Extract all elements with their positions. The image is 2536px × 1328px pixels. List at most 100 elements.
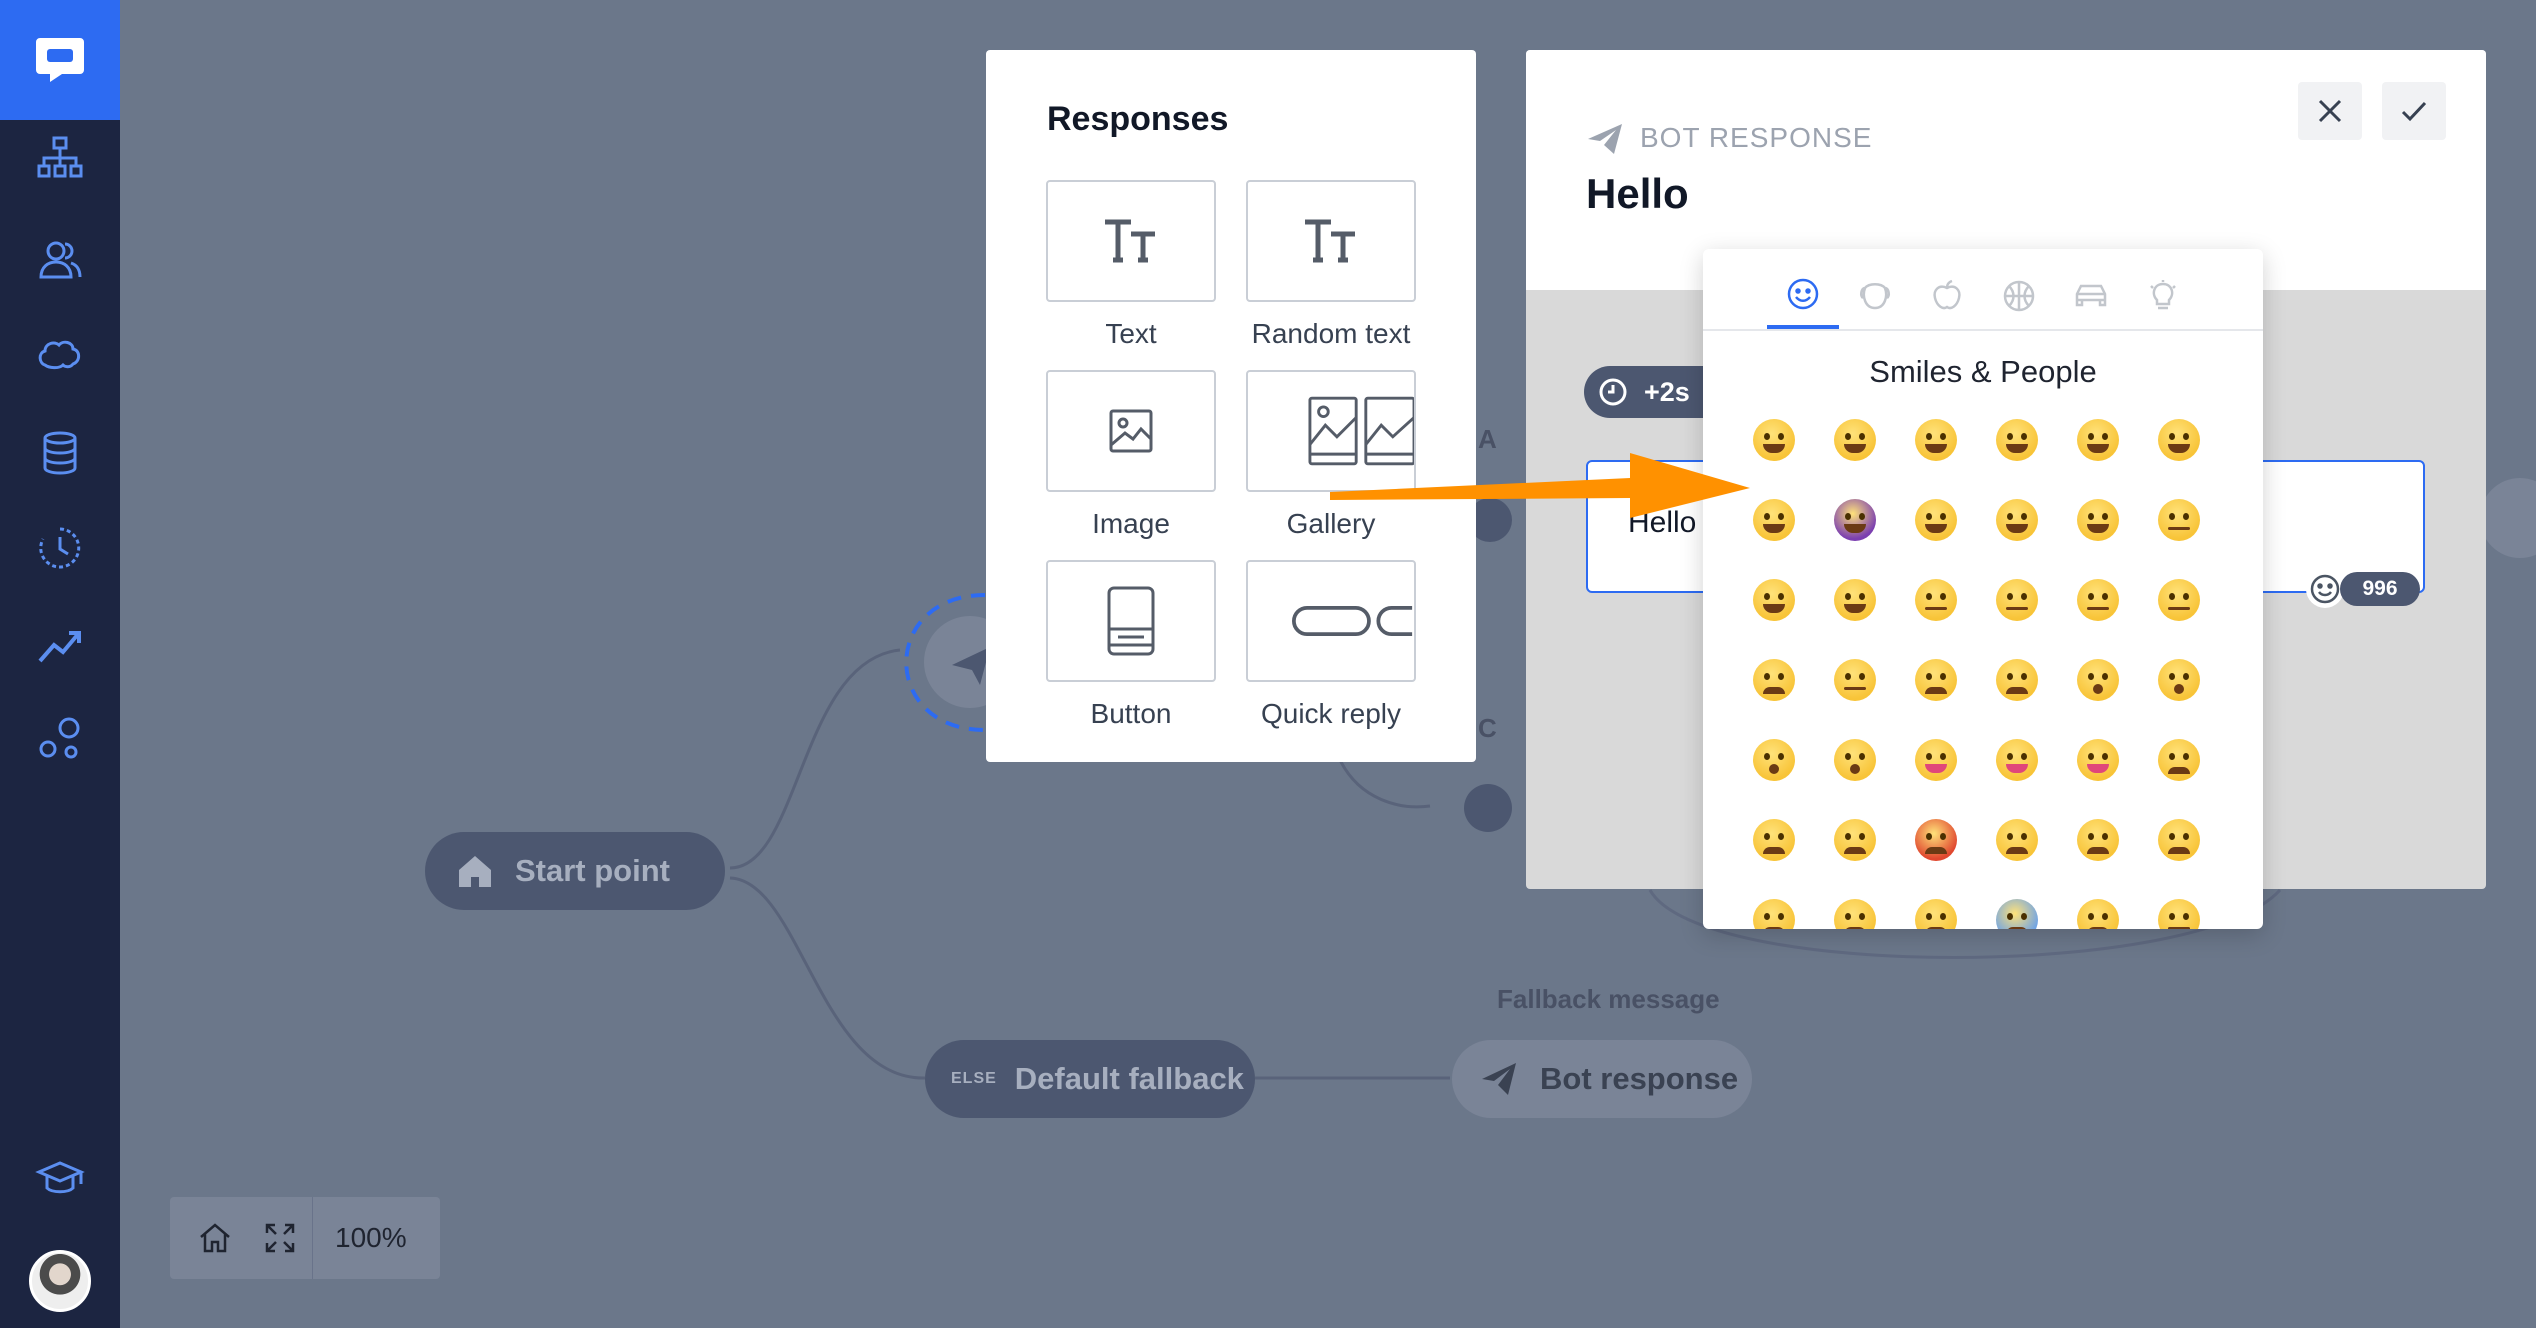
emoji-sweat-smile[interactable] — [2067, 409, 2129, 471]
emoji-relieved[interactable] — [2148, 489, 2210, 551]
emoji-grinning[interactable] — [1743, 409, 1805, 471]
emoji-imp[interactable] — [1824, 489, 1886, 551]
emoji-blush[interactable] — [1986, 489, 2048, 551]
academy-icon[interactable] — [0, 1144, 120, 1214]
text-response-tile[interactable] — [1046, 180, 1216, 302]
lightbulb-icon — [2150, 280, 2176, 310]
emoji-kissing[interactable] — [2067, 649, 2129, 711]
yum-face-icon — [2077, 499, 2119, 541]
emoji-sweat[interactable] — [1743, 649, 1805, 711]
emoji-kissing-heart[interactable] — [2148, 649, 2210, 711]
emoji-laughing[interactable] — [2148, 409, 2210, 471]
zoom-level[interactable]: 100% — [335, 1222, 407, 1253]
emoji-yum[interactable] — [2067, 489, 2129, 551]
image-response-tile[interactable] — [1046, 370, 1216, 492]
kissing-face-icon — [2077, 659, 2119, 701]
emoji-wink[interactable] — [1905, 489, 1967, 551]
confirm-button[interactable] — [2382, 82, 2446, 140]
emoji-stuck-out-tongue[interactable] — [1905, 729, 1967, 791]
emoji-pensive[interactable] — [1824, 649, 1886, 711]
emoji-smirk[interactable] — [1905, 569, 1967, 631]
relieved-face-icon — [2158, 499, 2200, 541]
confounded-face-icon — [1996, 659, 2038, 701]
fullscreen-button[interactable] — [247, 1197, 312, 1279]
kissing-smiling-eyes-face-icon — [1753, 739, 1795, 781]
reports-icon[interactable] — [0, 609, 120, 679]
emoji-worried[interactable] — [1743, 809, 1805, 871]
integrations-icon[interactable] — [0, 704, 120, 774]
cry-face-icon — [1996, 819, 2038, 861]
apple-icon — [1933, 279, 1961, 310]
smiley-icon — [2310, 574, 2340, 604]
emoji-fearful[interactable] — [1905, 889, 1967, 929]
tab-food[interactable] — [1911, 263, 1983, 329]
emoji-picker: Smiles & People — [1703, 249, 2263, 929]
laughing-face-icon — [2158, 419, 2200, 461]
emoji-stuck-out-tongue-closed-eyes[interactable] — [2067, 729, 2129, 791]
emoji-kissing-closed-eyes[interactable] — [1824, 729, 1886, 791]
tab-smiles[interactable] — [1767, 263, 1839, 329]
button-response-tile[interactable] — [1046, 560, 1216, 682]
users-icon[interactable] — [0, 225, 120, 295]
start-point-node[interactable]: Start point — [425, 832, 725, 910]
flow-letter-c: C — [1478, 713, 1497, 743]
emoji-innocent[interactable] — [1743, 489, 1805, 551]
stuck-out-tongue-winking-eye-face-icon — [1996, 739, 2038, 781]
emoji-unamused[interactable] — [2148, 569, 2210, 631]
brain-icon[interactable] — [0, 321, 120, 391]
emoji-persevere[interactable] — [2067, 809, 2129, 871]
emoji-category-tabs — [1703, 249, 2263, 331]
emoji-confounded[interactable] — [1986, 649, 2048, 711]
emoji-confused[interactable] — [1905, 649, 1967, 711]
smile-face-icon — [1996, 419, 2038, 461]
emoji-disappointed[interactable] — [2148, 729, 2210, 791]
emoji-stuck-out-tongue-winking-eye[interactable] — [1986, 729, 2048, 791]
bot-response-title[interactable]: Hello — [1586, 170, 1689, 217]
emoji-sleepy[interactable] — [2148, 889, 2210, 929]
emoji-kissing-smiling-eyes[interactable] — [1743, 729, 1805, 791]
emoji-heart-eyes[interactable] — [1743, 569, 1805, 631]
joy-face-icon — [1834, 419, 1876, 461]
emoji-triumph[interactable] — [2148, 809, 2210, 871]
emoji-weary[interactable] — [2067, 889, 2129, 929]
emoji-anguished[interactable] — [1824, 889, 1886, 929]
emoji-sunglasses[interactable] — [1824, 569, 1886, 631]
angry-face-icon — [1834, 819, 1876, 861]
emoji-joy[interactable] — [1824, 409, 1886, 471]
default-fallback-node[interactable]: ELSE Default fallback — [925, 1040, 1255, 1118]
emoji-angry[interactable] — [1824, 809, 1886, 871]
gallery-response-tile[interactable] — [1246, 370, 1416, 492]
emoji-cold-sweat[interactable] — [1986, 889, 2048, 929]
center-home-button[interactable] — [182, 1197, 247, 1279]
tab-animals[interactable] — [1839, 263, 1911, 329]
bot-response-node[interactable]: Bot response — [1452, 1040, 1752, 1118]
close-button[interactable] — [2298, 82, 2362, 140]
quick-reply-tile[interactable] — [1246, 560, 1416, 682]
gallery-icon — [1308, 396, 1414, 466]
bot-response-label: Bot response — [1540, 1061, 1739, 1096]
tab-objects[interactable] — [2127, 263, 2199, 329]
kissing-heart-face-icon — [2158, 659, 2200, 701]
user-avatar[interactable] — [29, 1250, 91, 1312]
flow-letter-a: A — [1478, 424, 1497, 454]
emoji-neutral-face[interactable] — [1986, 569, 2048, 631]
emoji-expressionless[interactable] — [2067, 569, 2129, 631]
emoji-smile[interactable] — [1986, 409, 2048, 471]
emoji-button[interactable] — [2306, 570, 2344, 608]
tab-activity[interactable] — [1983, 263, 2055, 329]
emoji-smiley[interactable] — [1905, 409, 1967, 471]
blush-face-icon — [1996, 499, 2038, 541]
button-icon — [1107, 586, 1155, 656]
history-icon[interactable] — [0, 513, 120, 583]
chatbot-logo[interactable] — [0, 0, 120, 120]
kissing-closed-eyes-face-icon — [1834, 739, 1876, 781]
smirk-face-icon — [1915, 579, 1957, 621]
emoji-frowning[interactable] — [1743, 889, 1805, 929]
random-text-tile[interactable] — [1246, 180, 1416, 302]
database-icon[interactable] — [0, 418, 120, 488]
flows-icon[interactable] — [0, 122, 120, 192]
tab-travel[interactable] — [2055, 263, 2127, 329]
emoji-cry[interactable] — [1986, 809, 2048, 871]
sweat-face-icon — [1753, 659, 1795, 701]
emoji-rage[interactable] — [1905, 809, 1967, 871]
